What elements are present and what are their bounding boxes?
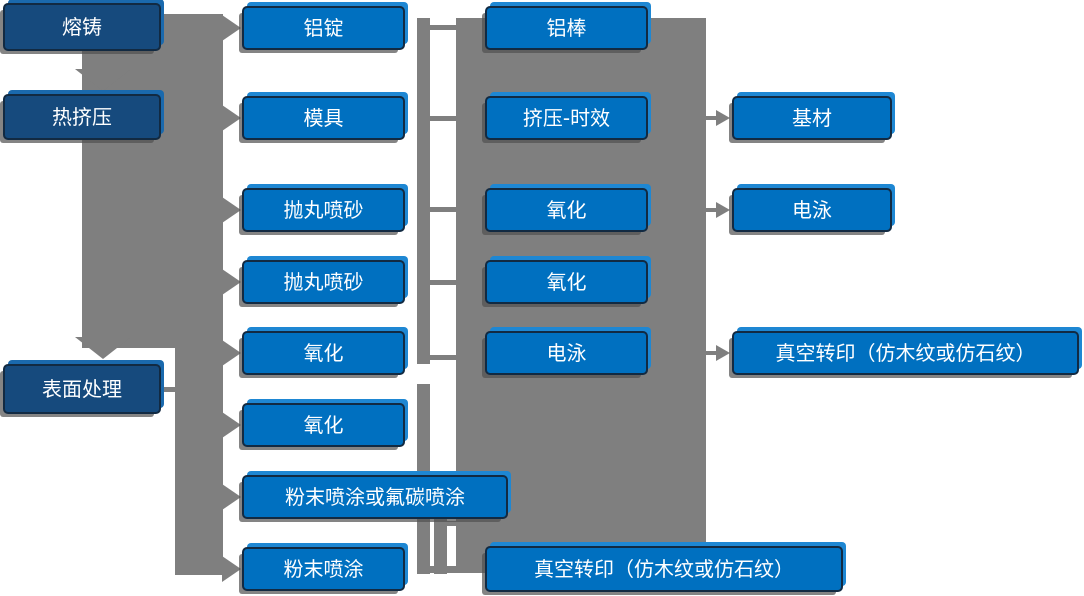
- down-arrow-to-surface-treatment: [75, 337, 131, 359]
- arrowhead-to-substrate: [716, 110, 730, 126]
- arrow-line-to-substrate: [702, 116, 716, 120]
- node-shot-blasting-2: 抛丸喷砂: [242, 260, 405, 304]
- connector-tick: [429, 25, 457, 30]
- node-oxidation-4: 氧化: [485, 260, 648, 304]
- node-oxidation-2: 氧化: [242, 403, 405, 447]
- node-surface-treatment: 表面处理: [3, 364, 161, 414]
- right-arrow-to-shot-blasting-2: [222, 269, 241, 295]
- right-arrow-to-oxidation-1: [222, 340, 241, 366]
- connector-trunk-top-arm: [160, 14, 223, 54]
- right-arrow-to-powder-coating: [222, 556, 241, 582]
- right-arrow-to-powder-fluoro: [222, 484, 241, 510]
- node-melting-casting: 熔铸: [3, 3, 161, 51]
- node-extrusion-aging: 挤压-时效: [485, 96, 648, 140]
- arrowhead-to-electrophoresis: [716, 202, 730, 218]
- down-arrow-to-hot-extrusion: [75, 69, 131, 91]
- arrow-line-to-vacuum-transfer: [702, 351, 716, 355]
- arrowhead-to-vacuum-transfer: [716, 345, 730, 361]
- connector-tick: [429, 280, 457, 285]
- node-hot-extrusion: 热挤压: [3, 94, 161, 140]
- node-aluminum-rod: 铝棒: [485, 6, 648, 50]
- arrow-line-to-electrophoresis: [702, 208, 716, 212]
- connector-surface-link: [160, 387, 177, 392]
- right-arrow-to-shot-blasting-1: [222, 197, 241, 223]
- node-vacuum-transfer-right: 真空转印（仿木纹或仿石纹）: [732, 331, 1079, 375]
- node-electrophoresis-right: 电泳: [732, 188, 892, 232]
- node-shot-blasting-1: 抛丸喷砂: [242, 188, 405, 232]
- connector-trunk-wide: [82, 48, 223, 348]
- node-powder-or-fluorocarbon-coating: 粉末喷涂或氟碳喷涂: [242, 475, 508, 519]
- right-arrow-to-mold: [222, 105, 241, 131]
- node-powder-coating: 粉末喷涂: [242, 547, 405, 591]
- connector-bottom-link: [417, 566, 487, 573]
- node-oxidation-1: 氧化: [242, 331, 405, 375]
- connector-tick: [429, 355, 457, 360]
- node-mold: 模具: [242, 96, 405, 140]
- node-substrate: 基材: [732, 96, 892, 140]
- node-vacuum-transfer-bottom: 真空转印（仿木纹或仿石纹）: [485, 546, 843, 592]
- node-aluminum-ingot: 铝锭: [242, 6, 405, 50]
- connector-midbar-stub: [434, 519, 447, 574]
- node-electrophoresis-left: 电泳: [485, 331, 648, 375]
- connector-midbar-upper: [417, 18, 430, 364]
- connector-tick: [429, 207, 457, 212]
- right-arrow-to-aluminum-ingot: [222, 15, 241, 41]
- node-oxidation-3: 氧化: [485, 188, 648, 232]
- connector-trunk-narrow: [175, 345, 223, 575]
- connector-tick: [434, 521, 460, 526]
- right-arrow-to-oxidation-2: [222, 412, 241, 438]
- connector-tick: [429, 116, 457, 121]
